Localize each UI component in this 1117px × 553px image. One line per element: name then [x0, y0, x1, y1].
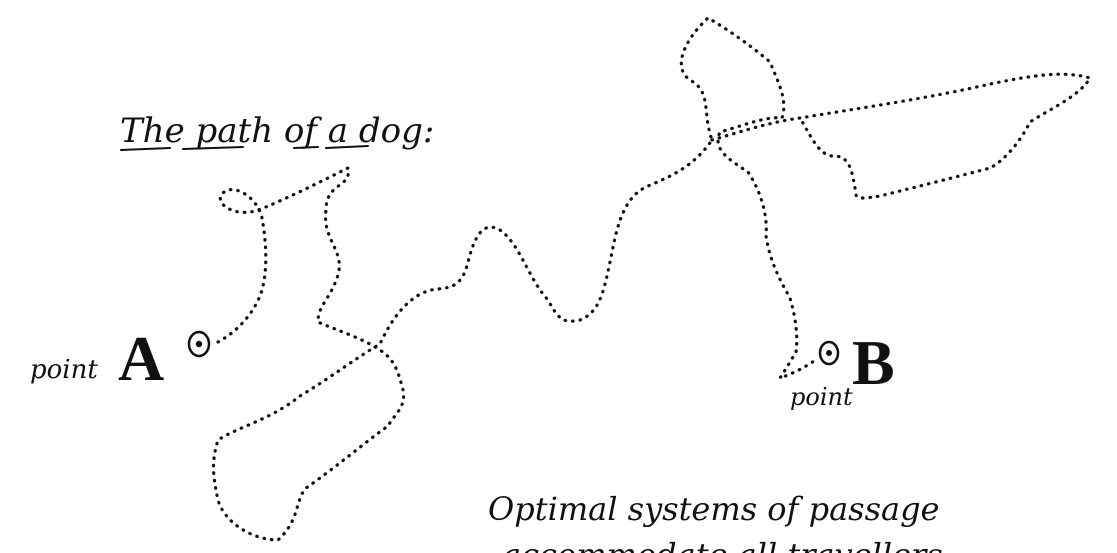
title-underline-the [120, 147, 171, 151]
title-underline-path [182, 146, 244, 150]
diagram-title: The path of a dog: [120, 111, 434, 151]
point-a-letter: A [118, 323, 164, 394]
title-underline-dog [325, 145, 369, 149]
point-b-letter: B [852, 327, 895, 398]
dog-path [211, 16, 820, 542]
dog-path-excursion [710, 72, 1092, 200]
point-b-prefix: point [790, 383, 853, 411]
point-a-marker [187, 330, 211, 358]
point-b-marker [818, 340, 840, 366]
title-underline-a [293, 146, 319, 149]
caption-line-2: accommodate all travellers [502, 536, 943, 553]
caption-line-1: Optimal systems of passage [488, 490, 939, 528]
point-a-prefix: point [30, 355, 98, 385]
